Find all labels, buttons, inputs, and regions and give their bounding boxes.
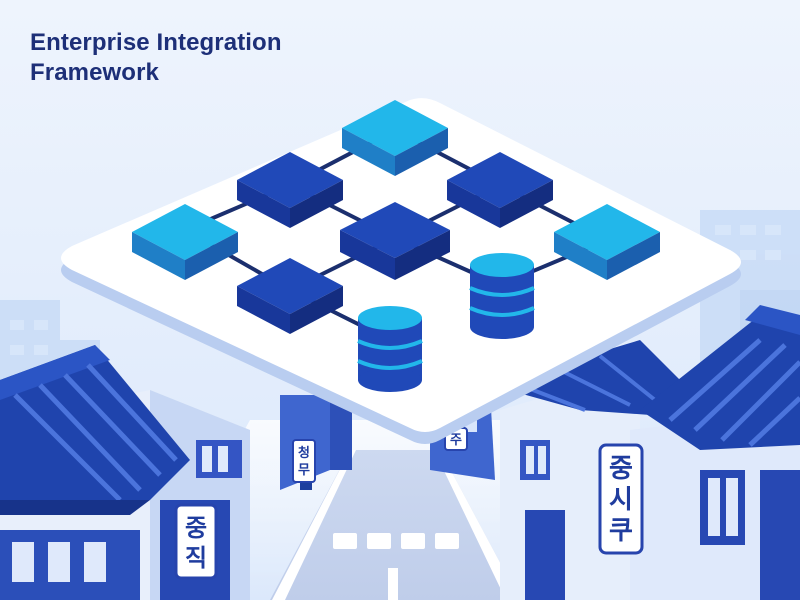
title-line-1: Enterprise Integration [30, 29, 282, 56]
left-house-lower [0, 515, 150, 600]
street [270, 450, 520, 600]
left-sign-bottom-text: 직 [185, 544, 207, 572]
database-bottom-icon [357, 306, 423, 392]
left-sign: 중 직 [174, 503, 218, 580]
network-node-right [554, 204, 660, 280]
mid-left-sign-bottom-text: 무 [298, 463, 310, 478]
mid-right-sign-text: 주 [450, 433, 462, 448]
network-node-left [132, 204, 238, 280]
right-sign: 중 시 쿠 [598, 443, 644, 555]
network-node-lower-left [237, 258, 343, 334]
network-node-top [342, 100, 448, 176]
network-node-center [340, 202, 450, 280]
page-title: Enterprise Integration Framework [30, 28, 350, 88]
database-right-icon [469, 253, 535, 339]
right-sign-text-2: 시 [609, 485, 633, 515]
title-line-2: Framework [30, 59, 159, 86]
far-right-house [630, 305, 800, 600]
network-node-upper-right [447, 152, 553, 228]
left-roof [0, 345, 190, 515]
mid-left-sign-top-text: 청 [298, 445, 310, 461]
mid-left-sign: 청 무 [292, 439, 316, 483]
network-node-upper-left [237, 152, 343, 228]
right-sign-text-1: 중 [609, 454, 633, 484]
right-sign-text-3: 쿠 [609, 516, 633, 546]
left-sign-top-text: 중 [185, 514, 207, 542]
